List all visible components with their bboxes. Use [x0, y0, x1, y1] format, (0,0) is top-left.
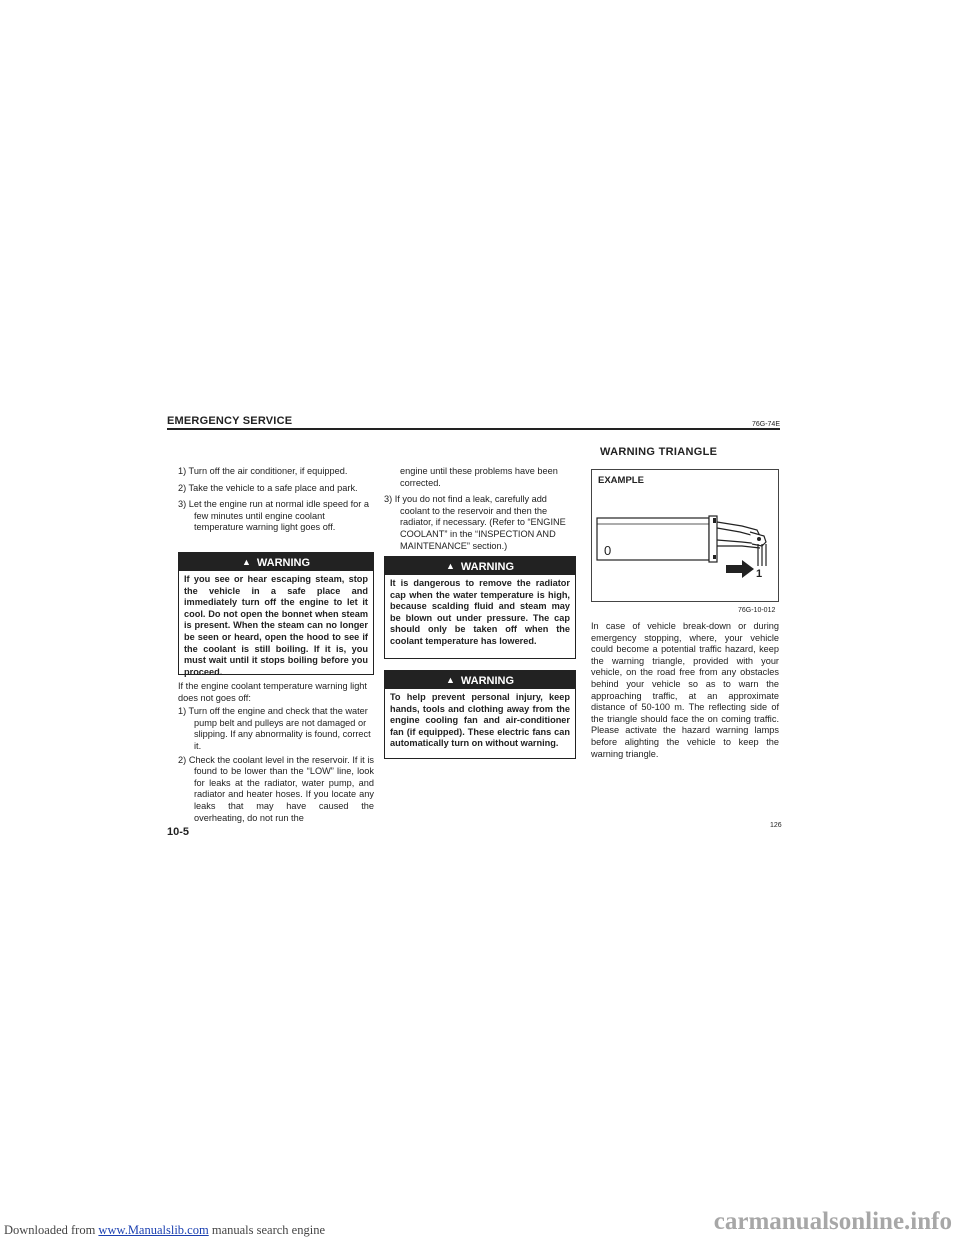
column-left: 1) Turn off the air conditioner, if equi… — [178, 466, 374, 539]
figure-code: 76G-10-012 — [738, 607, 776, 614]
manualslib-link[interactable]: www.Manualslib.com — [98, 1223, 209, 1237]
svg-text:0: 0 — [604, 543, 611, 558]
continuation-text: engine until these problems have been co… — [400, 466, 558, 488]
warning-header: ▲ WARNING — [385, 557, 575, 575]
column-right: In case of vehicle break-down or during … — [591, 621, 779, 765]
warning-triangle-case-illustration: 0 — [596, 515, 767, 578]
warning-icon: ▲ — [241, 557, 251, 567]
step-2: 2) Take the vehicle to a safe place and … — [178, 482, 358, 493]
warning-text: If you see or hear escaping steam, stop … — [184, 574, 368, 677]
step-3-refill: 3) If you do not find a leak, carefully … — [384, 494, 566, 551]
figure-callout-1: 1 — [756, 568, 763, 580]
section-title: EMERGENCY SERVICE — [167, 415, 293, 427]
warning-title: WARNING — [460, 561, 515, 573]
warning-box-fan: ▲ WARNING To help prevent personal injury… — [384, 670, 576, 759]
header-rule — [167, 428, 780, 430]
figure-label: EXAMPLE — [598, 475, 644, 486]
check-step-1: 1) Turn off the engine and check that th… — [178, 706, 371, 751]
warning-text: It is dangerous to remove the radiator c… — [390, 578, 570, 646]
warning-header: ▲ WARNING — [385, 671, 575, 689]
column-left-lower: If the engine coolant temperature warnin… — [178, 681, 374, 826]
warning-box-steam: ▲ WARNING If you see or hear escaping ste… — [178, 552, 374, 677]
warning-triangle-heading: WARNING TRIANGLE — [600, 446, 718, 458]
warning-icon: ▲ — [445, 675, 455, 685]
download-suffix: manuals search engine — [208, 1223, 325, 1237]
warning-triangle-body: In case of vehicle break-down or during … — [591, 621, 779, 759]
check-step-2: 2) Check the coolant level in the reserv… — [178, 754, 374, 823]
download-prefix: Downloaded from — [4, 1223, 99, 1237]
download-notice: Downloaded from www.Manualslib.com manua… — [4, 1223, 325, 1238]
warning-icon: ▲ — [445, 561, 455, 571]
step-3: 3) Let the engine run at normal idle spe… — [178, 499, 370, 533]
watermark: carmanualsonline.info — [713, 1208, 952, 1235]
step-1: 1) Turn off the air conditioner, if equi… — [178, 466, 348, 476]
column-middle: engine until these problems have been co… — [384, 466, 576, 557]
warning-box-radiator-cap: ▲ WARNING It is dangerous to remove the r… — [384, 556, 576, 659]
warning-title: WARNING — [460, 675, 515, 687]
warning-header: ▲ WARNING — [179, 553, 373, 571]
page-number: 10-5 — [167, 826, 190, 838]
page-index: 126 — [770, 822, 782, 829]
warning-text: To help prevent personal injury, keep ha… — [390, 692, 570, 749]
reference-code: 76G-74E — [751, 421, 780, 428]
example-figure: EXAMPLE 0 1 — [591, 469, 779, 602]
overheat-intro: If the engine coolant temperature warnin… — [178, 681, 367, 703]
warning-title: WARNING — [256, 557, 311, 569]
